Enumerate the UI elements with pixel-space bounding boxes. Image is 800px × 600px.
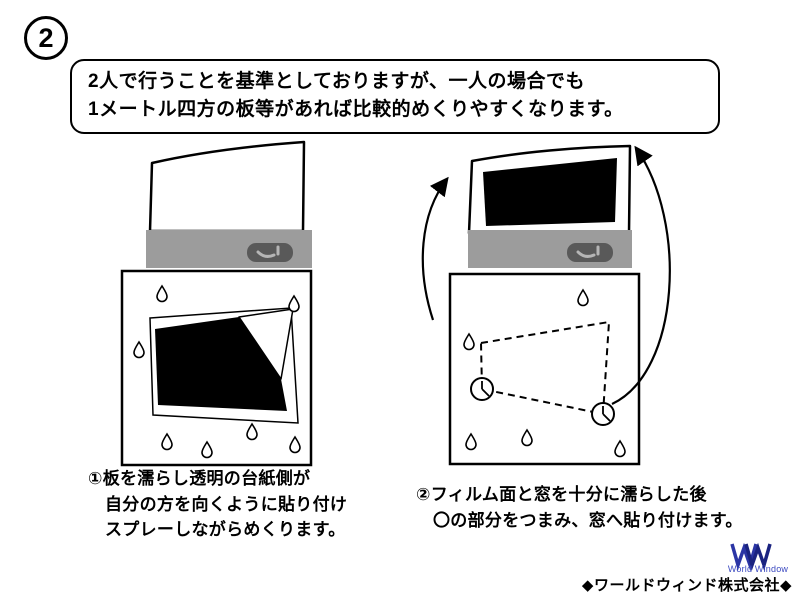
left-illustration [120, 140, 313, 467]
caption-step-2-line-1: ②フィルム面と窓を十分に濡らした後 [416, 485, 707, 504]
backing-sheet-outline [149, 307, 299, 424]
world-window-logo-icon [730, 542, 772, 571]
company-name: ◆ワールドウィンド株式会社◆ [581, 577, 792, 594]
arrow-board-to-window-left [421, 176, 449, 321]
caption-step-1-line-1: ①板を濡らし透明の台紙側が [88, 469, 311, 488]
instruction-line-2: 1メートル四方の板等があれば比較的めくりやすくなります。 [88, 98, 624, 120]
caption-step-1-line-3: スプレーしながらめくります。 [105, 520, 346, 539]
pinch-point-circle-left [470, 377, 494, 401]
caption-step-1-line-2: 自分の方を向くように貼り付け [105, 494, 348, 514]
caption-step-1: ①板を濡らし透明の台紙側が 自分の方を向くように貼り付け スプレーしながらめくり… [88, 466, 347, 543]
left-window-outline [148, 140, 306, 233]
pinch-point-circle-right [591, 402, 615, 426]
world-window-logo-block: World Window [726, 540, 790, 574]
film-sheet [155, 317, 287, 411]
right-window-film [483, 158, 617, 226]
sprayer-icon [567, 243, 613, 262]
logo-subtext: World Window [727, 564, 789, 574]
instruction-bubble: 2人で行うことを基準としておりますが、一人の場合でも 1メートル四方の板等があれ… [70, 59, 720, 135]
arrow-board-to-window-right [611, 145, 671, 405]
step-number-badge: 2 [24, 16, 68, 60]
caption-step-2: ②フィルム面と窓を十分に濡らした後 〇の部分をつまみ、窓へ貼り付けます。 [416, 482, 743, 533]
caption-step-2-line-2: 〇の部分をつまみ、窓へ貼り付けます。 [433, 510, 743, 530]
right-illustration [421, 144, 671, 466]
instruction-line-1: 2人で行うことを基準としておりますが、一人の場合でも [88, 71, 586, 92]
film-folded-corner [238, 308, 294, 380]
right-board [448, 272, 641, 466]
sprayer-icon [247, 243, 293, 262]
